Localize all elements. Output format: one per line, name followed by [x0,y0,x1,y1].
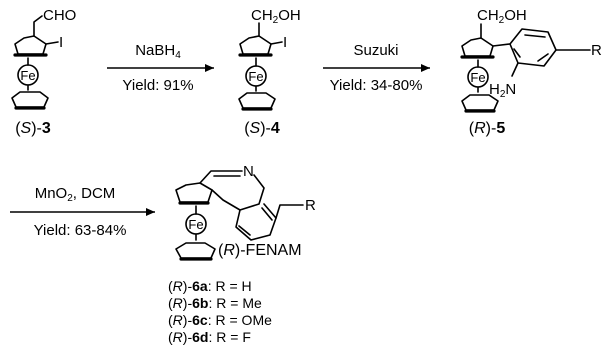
iron-center: Fe [185,205,207,241]
stereo-descriptor: R [474,120,486,137]
amino-label: H2N [489,81,516,100]
step2-yield: Yield: 34-80% [330,77,423,94]
r-group-list: (R)-6a: R = H (R)-6b: R = Me (R)-6c: R =… [168,278,272,345]
iodo-group: I [270,34,287,51]
compound-number: 5 [496,120,505,137]
iodo-group: I [45,34,63,51]
compound-s3: CHO I Fe (S)-3 [11,7,76,137]
r-group-item-6d: (R)-6d: R = F [168,329,251,345]
reaction-step-3: MnO2, DCM Yield: 63-84% [10,185,155,239]
iron-center: Fe [17,57,39,91]
fe-label: Fe [470,70,485,85]
compound-r5: CH2OH R H2N Fe (R)-5 [460,7,602,137]
step3-yield: Yield: 63-84% [34,222,127,239]
compound-number: 4 [271,120,280,137]
compound-r6-fenam: N R Fe (R)-FENAM [175,163,316,261]
cp-ring-bottom [238,92,276,111]
cp-ring-top [460,37,495,59]
fe-label: Fe [20,68,35,83]
hydroxymethyl-group: CH2OH [477,7,527,39]
compound-label-s3: (S)-3 [15,120,51,137]
r-substituent-label: R [305,197,316,214]
phenanthridine-core: N R [199,163,316,241]
aryl-ring: R H2N [489,28,602,100]
compound-label-fenam: (R)-FENAM [218,242,302,259]
step2-reagent: Suzuki [353,42,398,59]
nitrogen-label: N [243,163,254,180]
reaction-step-2: Suzuki Yield: 34-80% [323,42,430,94]
hydroxymethyl-group: CH2OH [251,7,301,37]
r-group-item-6c: (R)-6c: R = OMe [168,312,272,328]
compound-name: FENAM [246,242,302,259]
step1-yield: Yield: 91% [122,77,193,94]
cp-ring-bottom [11,91,49,110]
compound-label-r5: (R)-5 [469,120,506,137]
r-group-item-6b: (R)-6b: R = Me [168,295,262,311]
compound-number: 3 [42,120,51,137]
reaction-step-1: NaBH4 Yield: 91% [107,42,214,94]
ch2oh-label: CH2OH [477,7,527,26]
aldehyde-group: CHO [33,7,76,37]
r-substituent-label: R [591,42,602,59]
cp-ring-bottom [461,94,499,113]
cp-ring-top [238,35,273,57]
step1-reagent: NaBH4 [135,42,181,61]
cp-ring-bottom [175,242,216,261]
iodine-label: I [59,34,63,51]
stereo-descriptor: S [21,120,32,137]
fe-label: Fe [248,69,263,84]
cp-ring-top [175,182,213,205]
stereo-descriptor: R [223,242,235,259]
compound-label-s4: (S)-4 [244,120,280,137]
fe-label: Fe [188,217,203,232]
stereo-descriptor: S [250,120,261,137]
step3-reagent: MnO2, DCM [35,185,116,204]
iodine-label: I [283,34,287,51]
cp-ring-top [13,35,48,57]
iron-center: Fe [467,59,489,93]
r-group-item-6a: (R)-6a: R = H [168,278,252,294]
cho-label: CHO [43,7,76,24]
compound-s4: CH2OH I Fe (S)-4 [238,7,301,137]
iron-center: Fe [245,57,267,92]
ch2oh-label: CH2OH [251,7,301,26]
